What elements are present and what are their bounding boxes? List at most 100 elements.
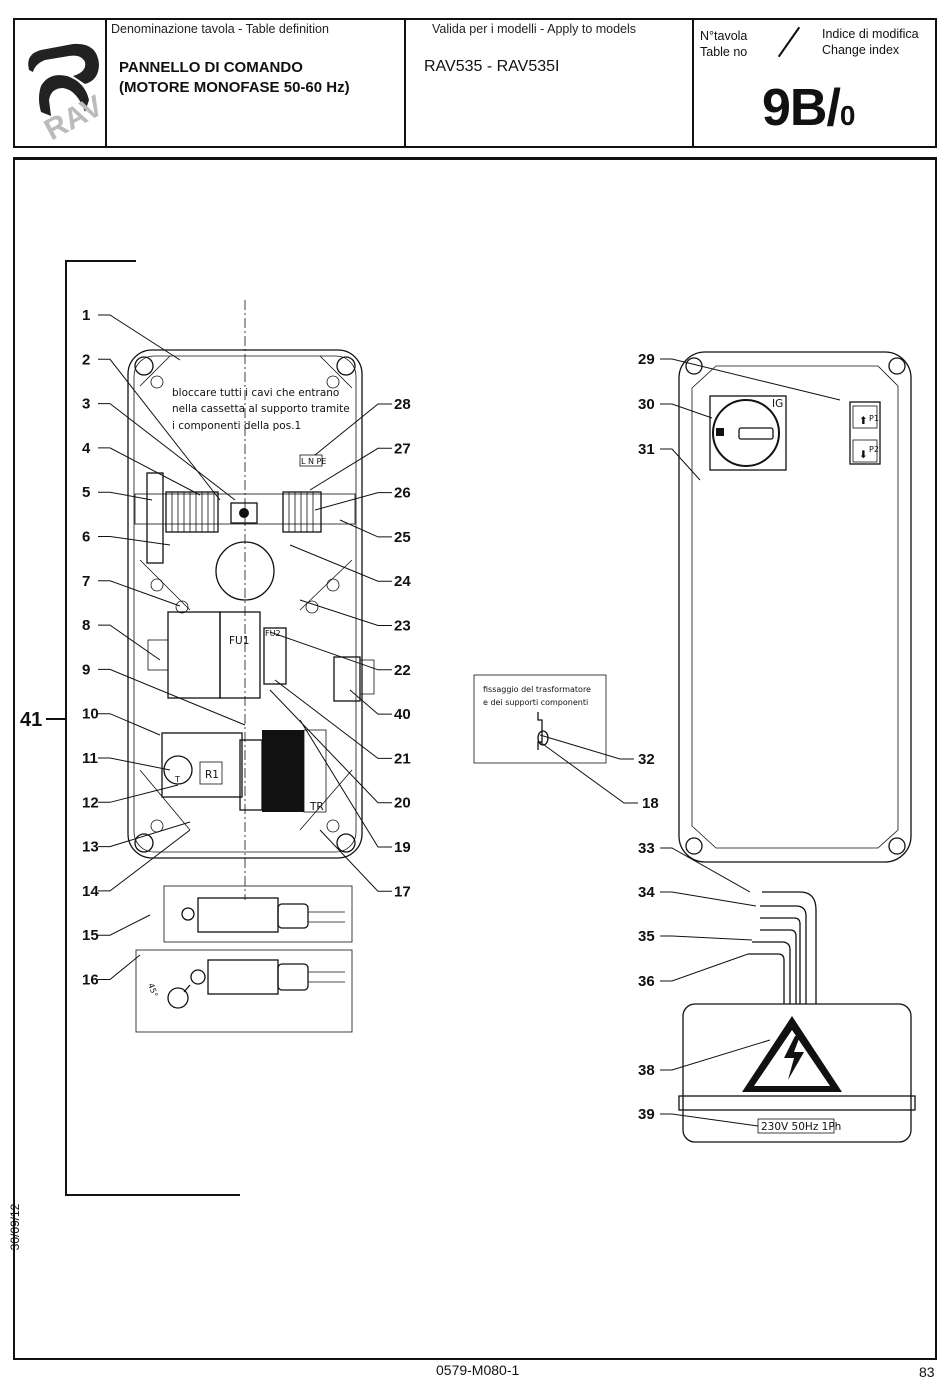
page-number: 83 bbox=[919, 1364, 935, 1380]
leader-line-1 bbox=[98, 314, 181, 361]
leader-line-34 bbox=[660, 891, 757, 907]
callout-21: 21 bbox=[394, 750, 411, 767]
title-line-1: PANNELLO DI COMANDO bbox=[119, 59, 303, 76]
relay-label: R1 bbox=[205, 769, 219, 781]
contactor bbox=[167, 611, 221, 699]
callout-36: 36 bbox=[638, 973, 655, 990]
callout-28: 28 bbox=[394, 396, 411, 413]
logo-cell: RAV bbox=[15, 20, 108, 147]
callout-30: 30 bbox=[638, 396, 655, 413]
transformer-label: TR bbox=[309, 801, 324, 813]
table-no-label: N°tavola Table no bbox=[700, 28, 747, 60]
callout-23: 23 bbox=[394, 618, 411, 635]
definition-label: Denominazione tavola - Table definition bbox=[111, 22, 329, 36]
timer-label: T bbox=[174, 775, 180, 784]
callout-40: 40 bbox=[394, 706, 411, 723]
detail-note-line-2: e dei supporti componenti bbox=[483, 698, 588, 707]
control-panel-box: bloccare tutti i cavi che entrano nella … bbox=[127, 300, 375, 900]
corner-screws bbox=[134, 356, 356, 853]
callout-7: 7 bbox=[82, 573, 90, 590]
leader-line-3 bbox=[98, 403, 236, 501]
leader-line-32 bbox=[539, 734, 634, 760]
leader-line-20 bbox=[269, 689, 392, 804]
leader-line-10 bbox=[98, 713, 161, 736]
cable-clamp bbox=[230, 502, 258, 524]
callout-24: 24 bbox=[394, 573, 411, 590]
callout-8: 8 bbox=[82, 617, 90, 634]
leader-line-40 bbox=[349, 689, 392, 715]
leader-line-5 bbox=[98, 491, 153, 501]
leader-line-15 bbox=[98, 914, 151, 936]
terminal-block-left bbox=[165, 491, 219, 533]
terminal-block-right bbox=[282, 491, 322, 533]
table-no-label-en: Table no bbox=[700, 45, 748, 59]
callout-32: 32 bbox=[638, 751, 655, 768]
drawing-frame bbox=[13, 157, 937, 1360]
change-index-label-it: Indice di modifica bbox=[822, 27, 919, 41]
leader-line-26 bbox=[314, 492, 392, 511]
callout-3: 3 bbox=[82, 396, 90, 413]
limit-switch-detail-15 bbox=[163, 885, 353, 943]
button-down-label: P2 bbox=[869, 445, 879, 454]
title-line-2: (MOTORE MONOFASE 50-60 Hz) bbox=[119, 79, 350, 96]
leader-line-27 bbox=[309, 447, 392, 491]
button-up-arrow: ⬆ bbox=[859, 415, 868, 427]
button-up-label: P1 bbox=[869, 414, 879, 423]
leader-line-18 bbox=[539, 741, 638, 804]
limit-switch-detail-16: 45° bbox=[135, 949, 353, 1033]
leader-line-30 bbox=[660, 403, 713, 419]
callout-16: 16 bbox=[82, 972, 99, 989]
fixing-detail-box: fissaggio del trasformatore e dei suppor… bbox=[473, 674, 607, 764]
table-number-value: 9B/ bbox=[762, 79, 841, 137]
leader-line-13 bbox=[98, 821, 191, 848]
callout-27: 27 bbox=[394, 440, 411, 457]
panel-cover: IG ⬆ ⬇ P1 P2 bbox=[678, 351, 912, 863]
motor-junction-box: 230V 50Hz 1Ph bbox=[678, 1003, 916, 1143]
main-switch-knob bbox=[712, 399, 780, 467]
callout-34: 34 bbox=[638, 884, 655, 901]
terminal-tag: L N PE bbox=[301, 457, 326, 466]
callout-1: 1 bbox=[82, 307, 90, 324]
callout-39: 39 bbox=[638, 1106, 655, 1123]
revision-date: 30/09/12 bbox=[8, 1203, 22, 1251]
models-label: Valida per i modelli - Apply to models bbox=[432, 22, 637, 36]
leader-line-29 bbox=[660, 358, 841, 401]
models-cell: Valida per i modelli - Apply to models R… bbox=[404, 20, 694, 146]
leader-line-17 bbox=[319, 829, 392, 892]
leader-line-6 bbox=[98, 536, 171, 546]
callout-15: 15 bbox=[82, 927, 99, 944]
callout-14: 14 bbox=[82, 883, 99, 900]
leader-line-25 bbox=[339, 519, 392, 538]
document-code: 0579-M080-1 bbox=[436, 1362, 520, 1378]
leader-line-38 bbox=[660, 1039, 771, 1071]
leader-line-9 bbox=[98, 668, 246, 726]
callout-41: 41 bbox=[20, 709, 42, 731]
motor-plate-label: 230V 50Hz 1Ph bbox=[761, 1121, 841, 1133]
leader-line-31 bbox=[660, 448, 701, 481]
callout-4: 4 bbox=[82, 440, 91, 457]
leader-line-21 bbox=[274, 679, 392, 759]
assembly-bracket: 41 bbox=[20, 260, 240, 1196]
callout-11: 11 bbox=[82, 750, 98, 767]
callout-33: 33 bbox=[638, 840, 655, 857]
timer-dial bbox=[163, 755, 193, 785]
change-index-label: Indice di modifica Change index bbox=[822, 26, 919, 58]
leader-line-2 bbox=[98, 358, 221, 501]
leader-line-24 bbox=[289, 544, 392, 582]
leader-line-7 bbox=[98, 580, 181, 607]
change-index-value: 0 bbox=[839, 100, 856, 131]
title-block: RAV Denominazione tavola - Table definit… bbox=[13, 18, 937, 148]
leader-line-33 bbox=[660, 847, 751, 893]
cables bbox=[748, 891, 817, 1004]
callout-2: 2 bbox=[82, 351, 90, 368]
transformer bbox=[262, 730, 304, 812]
panel-note-line-2: nella cassetta al supporto tramite bbox=[172, 403, 350, 415]
detail-note-line-1: fissaggio del trasformatore bbox=[483, 685, 591, 694]
callout-10: 10 bbox=[82, 706, 99, 723]
cable-hole bbox=[215, 541, 275, 601]
leader-line-22 bbox=[269, 631, 392, 671]
